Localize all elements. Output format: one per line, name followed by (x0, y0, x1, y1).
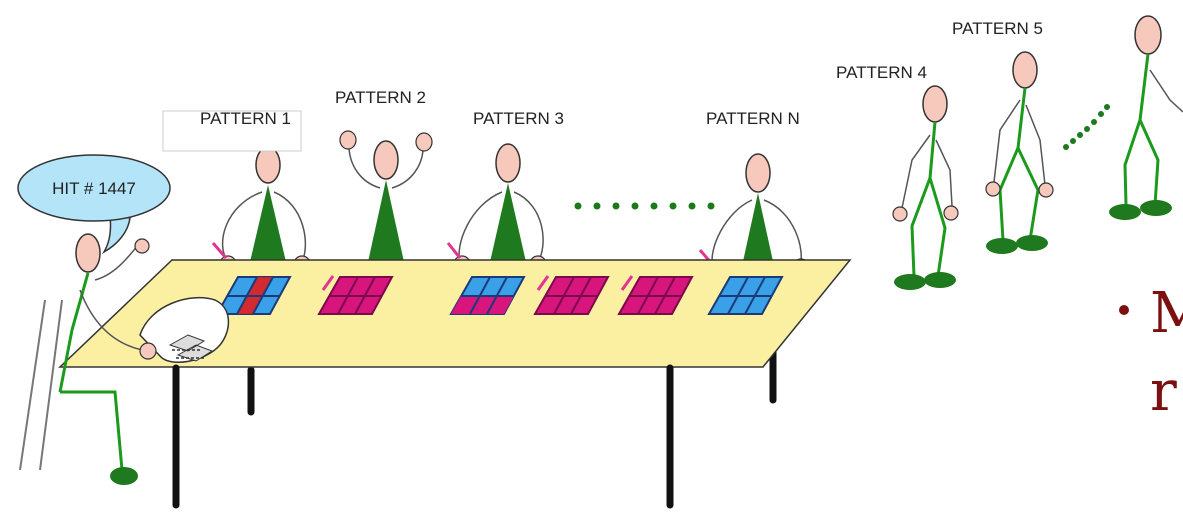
seated-observer (19, 233, 157, 485)
pattern-card-2 (317, 275, 394, 315)
walking-person-pattern-4 (892, 85, 959, 290)
person-pattern-3 (446, 143, 547, 273)
ellipsis-dots-walking (1063, 104, 1110, 150)
person-pattern-1 (211, 146, 311, 273)
label-pattern-2: PATTERN 2 (335, 88, 426, 107)
pattern-card-4 (533, 275, 610, 315)
label-pattern-5: PATTERN 5 (952, 19, 1043, 38)
walking-person-pattern-5 (985, 51, 1054, 254)
bullet-dot (1119, 305, 1129, 315)
pattern-card-5 (617, 275, 694, 315)
person-pattern-n (698, 153, 810, 277)
pattern-1-label-box (162, 110, 302, 152)
bullet-line-1: M (1150, 281, 1183, 346)
ellipsis-dots-table (574, 202, 715, 210)
table-legs-front (172, 364, 674, 509)
walking-person-cut-off (1109, 15, 1183, 220)
label-pattern-3: PATTERN 3 (473, 109, 564, 128)
bullet-line-2: r (1150, 359, 1177, 424)
hit-speech-bubble: HIT # 1447 (17, 154, 171, 255)
pattern-card-1 (215, 276, 292, 315)
label-pattern-n: PATTERN N (706, 109, 800, 128)
label-pattern-4: PATTERN 4 (836, 63, 927, 82)
label-pattern-1: PATTERN 1 (200, 109, 291, 128)
hit-label: HIT # 1447 (52, 179, 136, 198)
person-pattern-2 (339, 130, 433, 262)
pattern-card-3 (449, 276, 526, 315)
paper-stack (139, 296, 230, 364)
pattern-card-n (707, 276, 784, 315)
